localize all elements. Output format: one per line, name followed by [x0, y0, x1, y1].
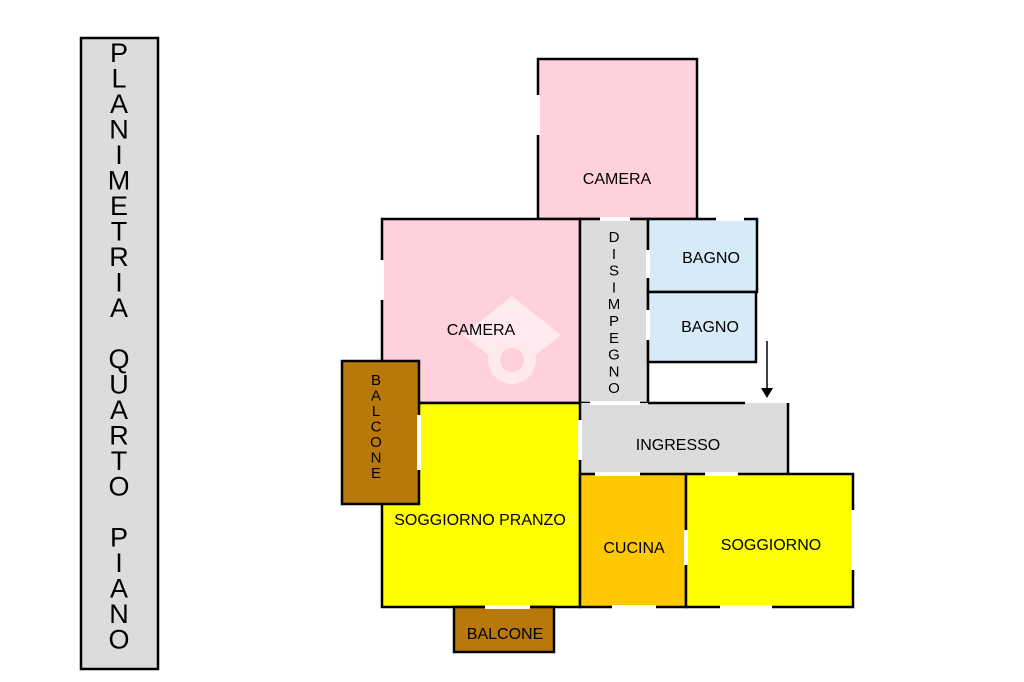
- label-disimpegno-char: N: [609, 363, 620, 380]
- label-camera-top: CAMERA: [583, 171, 652, 188]
- plan-title-char: L: [111, 64, 126, 94]
- plan-title-char: A: [110, 293, 128, 323]
- plan-title-char: P: [110, 38, 128, 68]
- room-soggiorno: [684, 472, 855, 609]
- watermark-logo-icon: [463, 296, 561, 384]
- label-disimpegno-char: I: [612, 279, 616, 296]
- plan-title-char: E: [110, 191, 128, 221]
- label-camera-left: CAMERA: [447, 322, 516, 339]
- label-disimpegno-char: E: [609, 330, 619, 347]
- plan-title-char: A: [110, 574, 128, 604]
- label-soggiorno-pranzo: SOGGIORNO PRANZO: [394, 512, 566, 529]
- title-bar: [79, 36, 160, 671]
- label-ingresso: INGRESSO: [636, 437, 720, 454]
- plan-title-char: I: [115, 548, 123, 578]
- plan-title-char: P: [110, 523, 128, 553]
- label-balcone-side-char: C: [371, 419, 382, 436]
- plan-title-char: T: [111, 446, 128, 476]
- label-bagno-1: BAGNO: [682, 250, 740, 267]
- plan-title-char: O: [108, 625, 129, 655]
- label-disimpegno-char: P: [609, 313, 619, 330]
- label-disimpegno-char: D: [609, 229, 620, 246]
- room-bagno-2: [646, 290, 758, 364]
- room-balcone-bottom: [452, 605, 556, 654]
- plan-title-char: I: [115, 140, 123, 170]
- label-balcone-side-char: O: [370, 434, 382, 451]
- plan-title-char: A: [110, 395, 128, 425]
- plan-title-char: N: [109, 599, 129, 629]
- plan-title-char: M: [108, 166, 131, 196]
- plan-title-char: A: [110, 89, 128, 119]
- entrance-arrow-icon: [761, 341, 773, 398]
- label-bagno-2: BAGNO: [681, 319, 739, 336]
- room-balcone-side: [340, 359, 421, 506]
- label-balcone-bottom: BALCONE: [467, 626, 543, 643]
- label-balcone-side-char: L: [372, 403, 380, 420]
- plan-title-char: T: [111, 217, 128, 247]
- plan-title-char: O: [108, 472, 129, 502]
- label-balcone-side-char: A: [371, 388, 381, 405]
- plan-title-char: N: [109, 115, 129, 145]
- openings: [380, 95, 855, 609]
- plan-title-char: R: [109, 242, 129, 272]
- label-disimpegno-char: S: [609, 263, 619, 280]
- label-balcone-side-char: N: [371, 450, 382, 467]
- plan-title-char: I: [115, 268, 123, 298]
- label-cucina: CUCINA: [603, 540, 665, 557]
- label-disimpegno-char: I: [612, 246, 616, 263]
- plan-title-char: R: [109, 421, 129, 451]
- room-camera-top: [536, 57, 699, 221]
- label-disimpegno-char: M: [608, 296, 621, 313]
- room-cucina: [578, 472, 688, 609]
- label-disimpegno-char: G: [608, 347, 620, 364]
- room-ingresso: [580, 403, 788, 474]
- plan-title-char: Q: [108, 344, 129, 374]
- label-balcone-side: BALCONE: [370, 372, 382, 482]
- room-bagno-1: [646, 217, 759, 294]
- label-balcone-side-char: E: [371, 465, 381, 482]
- label-soggiorno: SOGGIORNO: [721, 537, 821, 554]
- label-balcone-side-char: B: [371, 372, 381, 389]
- plan-title-char: U: [109, 370, 129, 400]
- label-disimpegno-char: O: [608, 380, 620, 397]
